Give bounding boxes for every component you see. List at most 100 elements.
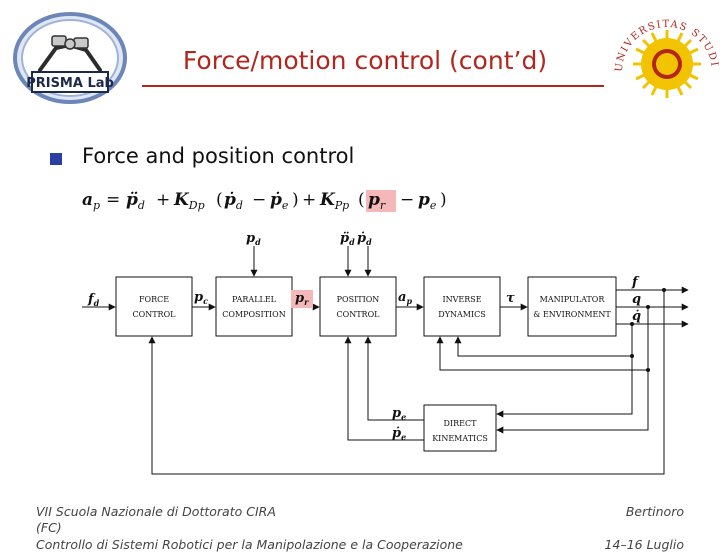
pe-feedback-line <box>364 336 424 421</box>
label-ap: a <box>398 290 406 305</box>
eq-pd-dot: ṗ <box>224 190 236 210</box>
svg-text:ap: ap <box>82 190 100 212</box>
label-pc-sub: c <box>203 296 208 306</box>
svg-text:ṗd: ṗd <box>357 231 372 247</box>
direct-label-1: DIRECT <box>444 419 478 428</box>
eq-pr-sub: r <box>380 199 386 212</box>
manipulator-environment-block <box>527 276 617 337</box>
pedot-feedback-line <box>344 336 424 441</box>
svg-text:pe: pe <box>418 190 437 212</box>
control-equation: ap = p̈d + KDp ( ṗd − ṗe ) + KPp ( pr − … <box>82 190 447 212</box>
force-control-label-2: CONTROL <box>133 310 177 319</box>
eq-plus1: + <box>156 190 170 210</box>
eq-a-sub: p <box>93 199 100 212</box>
eq-open1: ( <box>216 190 223 210</box>
bullet-text: Force and position control <box>82 144 355 168</box>
label-pd-top: p <box>246 231 255 246</box>
svg-text:pe: pe <box>392 406 406 422</box>
eq-pr: p <box>368 190 380 210</box>
eq-a: a <box>82 190 93 210</box>
svg-text:pc: pc <box>194 290 208 306</box>
svg-text:pr: pr <box>368 190 386 212</box>
svg-text:pd: pd <box>246 231 261 247</box>
eq-pd-dot-sub: d <box>236 199 243 212</box>
junction-dot <box>630 354 634 358</box>
svg-text:ṗd: ṗd <box>224 190 243 212</box>
label-pdot-top: ṗ <box>357 231 366 246</box>
position-label-2: CONTROL <box>337 310 381 319</box>
eq-k1: K <box>173 190 190 210</box>
qdot-to-direct-kinematics <box>496 356 633 418</box>
q-to-direct-kinematics <box>496 370 649 434</box>
svg-text:ap: ap <box>398 290 412 306</box>
svg-text:fd: fd <box>87 292 100 308</box>
direct-label-2: KINEMATICS <box>432 434 488 443</box>
eq-k2: K <box>319 190 336 210</box>
junction-dot <box>646 368 650 372</box>
svg-text:pr: pr <box>295 291 309 307</box>
slide-title: Force/motion control (cont’d) <box>182 46 548 75</box>
label-q-out: q <box>632 292 641 307</box>
eq-minus1: − <box>252 190 266 210</box>
direct-kinematics-block <box>423 404 497 452</box>
footer-location-code: (FC) <box>36 520 62 535</box>
label-pd-top-sub: d <box>255 237 261 247</box>
svg-text:KPp: KPp <box>319 190 349 212</box>
university-seal: UNIVERSITAS STUDIORVM CASINAS <box>612 12 718 98</box>
eq-minus2: − <box>400 190 414 210</box>
eq-k2-sub: Pp <box>334 199 349 212</box>
label-fd: f <box>87 292 96 307</box>
label-fd-sub: d <box>94 298 100 308</box>
label-pc: p <box>194 290 203 305</box>
position-label-1: POSITION <box>337 295 380 304</box>
svg-text:p̈d: p̈d <box>340 231 355 247</box>
label-pdd-top: p̈ <box>340 231 349 246</box>
label-ap-sub: p <box>406 296 412 306</box>
label-pe-sub: e <box>401 412 406 422</box>
eq-plus2: + <box>302 190 316 210</box>
parallel-label-1: PARALLEL <box>232 295 277 304</box>
manipulator-label-2: & ENVIRONMENT <box>533 310 611 319</box>
eq-k1-sub: Dp <box>188 199 205 212</box>
eq-pdd: p̈ <box>126 190 138 210</box>
label-pe: p <box>392 406 401 421</box>
junction-dot <box>630 322 634 326</box>
eq-close2: ) <box>440 190 447 210</box>
position-control-block <box>319 276 397 337</box>
inverse-dynamics-block <box>423 276 501 337</box>
footer-school: VII Scuola Nazionale di Dottorato CIRA <box>36 504 276 519</box>
label-pedot-sub: e <box>401 432 406 442</box>
force-control-label-1: FORCE <box>139 295 169 304</box>
prisma-lab-logo: PRISMA Lab <box>13 12 127 104</box>
block-diagram: ap = p̈d + KDp ( ṗd − ṗe ) + KPp ( pr − … <box>82 190 689 475</box>
force-control-block <box>115 276 193 337</box>
footer-course: Controllo di Sistemi Robotici per la Man… <box>36 537 463 552</box>
inverse-label-1: INVERSE <box>442 295 481 304</box>
label-pdd-top-sub: d <box>349 237 355 247</box>
title-underline <box>142 85 604 87</box>
bullet-square-icon <box>50 153 62 165</box>
q-to-inverse-dynamics <box>436 307 649 371</box>
junction-dot <box>646 305 650 309</box>
label-pr-sub: r <box>304 297 309 307</box>
parallel-label-2: COMPOSITION <box>222 310 286 319</box>
eq-pe-sub: e <box>430 199 437 212</box>
junction-dot <box>662 288 666 292</box>
eq-pr-highlight <box>366 190 396 212</box>
label-pedot: ṗ <box>392 426 401 441</box>
pr-highlight <box>291 290 313 308</box>
parallel-composition-block <box>215 276 293 337</box>
svg-text:ṗe: ṗe <box>270 190 289 212</box>
svg-text:p̈d: p̈d <box>126 190 145 212</box>
eq-pe-dot-sub: e <box>282 199 289 212</box>
label-f-out: f <box>631 275 640 290</box>
eq-open2: ( <box>358 190 365 210</box>
prisma-logo-text: PRISMA Lab <box>26 76 114 91</box>
label-qdot-out: q̇ <box>632 309 641 324</box>
force-feedback-line <box>148 290 665 475</box>
svg-text:KDp: KDp <box>173 190 205 212</box>
footer-city: Bertinoro <box>625 504 684 519</box>
eq-pe: p <box>418 190 430 210</box>
manipulator-label-1: MANIPULATOR <box>540 295 606 304</box>
label-pr: p <box>295 291 304 306</box>
